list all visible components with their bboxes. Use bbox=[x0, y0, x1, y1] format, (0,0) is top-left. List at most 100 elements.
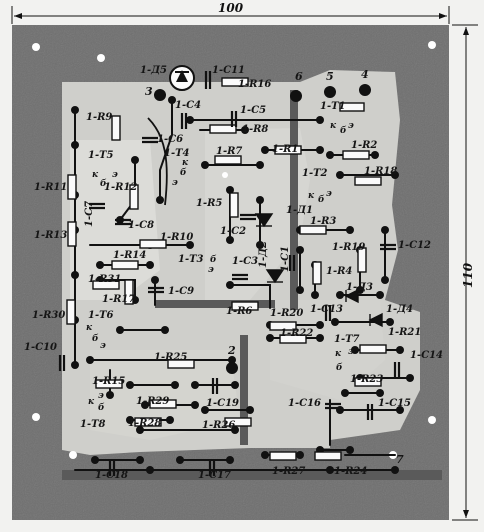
dimension-height: 110 bbox=[452, 24, 478, 521]
svg-text:э: э bbox=[172, 178, 178, 188]
label-c19: 1-С19 bbox=[206, 398, 239, 409]
label-c6: 1-С6 bbox=[157, 134, 183, 145]
mounting-holes bbox=[32, 41, 436, 459]
label-r25: 1-R25 bbox=[154, 352, 187, 363]
svg-text:б: б bbox=[318, 194, 325, 205]
label-r11: 1-R11 bbox=[34, 182, 67, 193]
label-t5: 1-Т5 bbox=[88, 150, 114, 161]
label-r24: 1-R24 bbox=[334, 466, 367, 477]
board-channels bbox=[62, 90, 442, 480]
label-d1: 1-Д1 bbox=[286, 205, 313, 216]
label-r1: 1-R1 bbox=[272, 144, 298, 155]
label-r27: 1-R27 bbox=[272, 466, 305, 477]
label-c13: 1-С13 bbox=[310, 304, 343, 315]
label-c9: 1-С9 bbox=[168, 286, 194, 297]
label-r14: 1-R14 bbox=[113, 250, 146, 261]
label-r9: 1-R9 bbox=[86, 112, 112, 123]
svg-text:б: б bbox=[100, 178, 107, 189]
label-r5: 1-R5 bbox=[196, 198, 222, 209]
svg-text:э: э bbox=[208, 265, 214, 275]
transistor-d5-symbol bbox=[169, 65, 195, 91]
label-r18: 1-R18 bbox=[364, 166, 397, 177]
terminal-3: 3 bbox=[145, 85, 153, 98]
label-r31: 1-R31 bbox=[88, 274, 121, 285]
terminal-2: 2 bbox=[227, 344, 236, 357]
label-c18: 1-С18 bbox=[95, 470, 128, 481]
height-dimension-label: 110 bbox=[461, 262, 475, 288]
label-r17: 1-R17 bbox=[102, 294, 135, 305]
label-r13: 1-R13 bbox=[34, 230, 67, 241]
terminal-5: 5 bbox=[326, 70, 334, 83]
label-r28: 1-R28 bbox=[128, 418, 161, 429]
label-r16: 1-R16 bbox=[238, 79, 271, 90]
terminal-6: 6 bbox=[295, 70, 303, 83]
svg-text:б: б bbox=[340, 125, 347, 136]
label-r12: 1-R12 bbox=[104, 182, 137, 193]
resistor-bodies bbox=[66, 77, 387, 461]
label-c15: 1-С15 bbox=[378, 398, 411, 409]
svg-text:б: б bbox=[210, 254, 217, 265]
label-c7: 1-С7 bbox=[84, 201, 95, 227]
label-t2: 1-Т2 bbox=[302, 168, 328, 179]
label-r8: 1-R8 bbox=[242, 124, 268, 135]
label-c4: 1-С4 bbox=[175, 100, 201, 111]
svg-text:к: к bbox=[182, 158, 189, 168]
label-c16: 1-С16 bbox=[288, 398, 321, 409]
capacitor-symbols bbox=[58, 71, 401, 476]
width-dimension-label: 100 bbox=[218, 1, 244, 15]
label-c2: 1-С2 bbox=[220, 226, 246, 237]
component-labels: 1-Д5 1-С11 1-R16 1-С5 1-С4 1-R8 1-R9 1-С… bbox=[24, 65, 443, 481]
label-r19: 1-R19 bbox=[332, 242, 365, 253]
label-t4: 1-Т4 bbox=[164, 148, 190, 159]
label-c17: 1-С17 bbox=[198, 470, 231, 481]
label-t1: 1-Т1 bbox=[320, 101, 346, 112]
svg-text:б: б bbox=[98, 402, 105, 413]
label-r26: 1-R26 bbox=[202, 420, 235, 431]
label-t3: 1-Т3 bbox=[178, 254, 204, 265]
label-r4: 1-R4 bbox=[326, 266, 352, 277]
label-r20: 1-R20 bbox=[270, 308, 303, 319]
svg-text:к: к bbox=[335, 349, 342, 359]
svg-text:э: э bbox=[98, 391, 104, 401]
svg-text:б: б bbox=[336, 362, 343, 373]
svg-text:к: к bbox=[92, 170, 99, 180]
svg-text:э: э bbox=[348, 347, 354, 357]
svg-text:э: э bbox=[100, 341, 106, 351]
label-d3: 1-Д3 bbox=[346, 282, 373, 293]
label-d5: 1-Д5 bbox=[140, 65, 167, 76]
svg-text:э: э bbox=[348, 121, 354, 131]
svg-text:к: к bbox=[308, 191, 315, 201]
diode-symbols bbox=[254, 213, 383, 328]
svg-text:б: б bbox=[180, 167, 187, 178]
label-c3: 1-С3 bbox=[232, 256, 258, 267]
label-r3: 1-R3 bbox=[310, 216, 336, 227]
label-r10: 1-R10 bbox=[160, 232, 193, 243]
svg-text:к: к bbox=[86, 323, 93, 333]
copper-free-regions bbox=[62, 70, 420, 455]
svg-text:к: к bbox=[330, 121, 337, 131]
label-r23: 1-R23 bbox=[350, 374, 383, 385]
terminal-4: 4 bbox=[361, 68, 369, 81]
label-c12: 1-С12 bbox=[398, 240, 431, 251]
label-c8: 1-С8 bbox=[128, 220, 154, 231]
label-d2: 1-Д2 bbox=[258, 241, 269, 268]
label-t7: 1-Т7 bbox=[334, 334, 360, 345]
dimension-width: 100 bbox=[11, 1, 450, 24]
svg-text:э: э bbox=[326, 189, 332, 199]
svg-text:к: к bbox=[88, 397, 95, 407]
svg-text:э: э bbox=[112, 170, 118, 180]
label-c14: 1-С14 bbox=[410, 350, 443, 361]
label-r21: 1-R21 bbox=[388, 327, 421, 338]
label-r7: 1-R7 bbox=[216, 146, 242, 157]
terminal-numbers: 6 5 4 3 2 7 bbox=[145, 68, 404, 466]
label-t8: 1-Т8 bbox=[80, 419, 106, 430]
label-d4: 1-Д4 bbox=[386, 304, 413, 315]
label-r15: 1-R15 bbox=[92, 376, 125, 387]
svg-text:б: б bbox=[92, 333, 99, 344]
terminal-7: 7 bbox=[396, 453, 404, 466]
label-r30: 1-R30 bbox=[32, 310, 65, 321]
label-c1: 1-С1 bbox=[280, 246, 291, 272]
label-c11: 1-С11 bbox=[212, 65, 245, 76]
